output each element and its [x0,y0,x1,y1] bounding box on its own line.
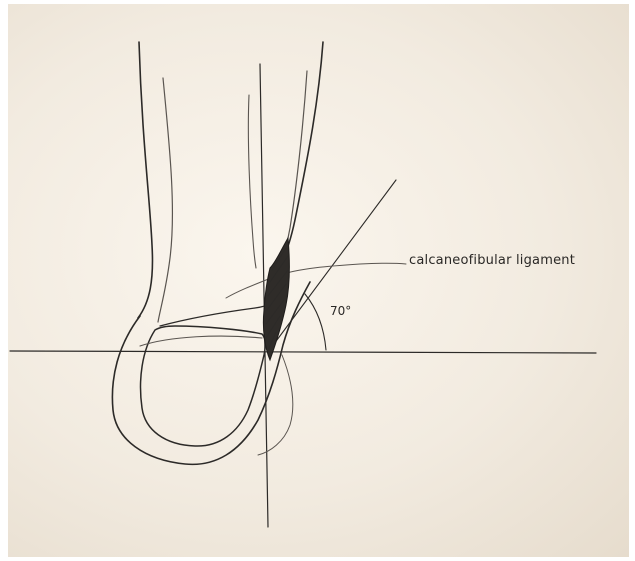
lateral-heel-shadow [258,355,293,455]
talus-contour [140,336,262,346]
leg-inner-contour-left [158,78,172,322]
leg-outer-contour-left [138,42,152,318]
angle-label: 70° [330,304,351,318]
horizontal-axis-line [10,351,596,353]
fibula-contour [248,95,256,268]
ligament-label: calcaneofibular ligament [409,253,575,268]
heel-inner-contour [141,326,266,446]
angle-arc [305,294,326,350]
leg-inner-contour-right [276,71,307,268]
calcaneofibular-ligament-shading [263,238,289,360]
leader-line [226,263,406,298]
